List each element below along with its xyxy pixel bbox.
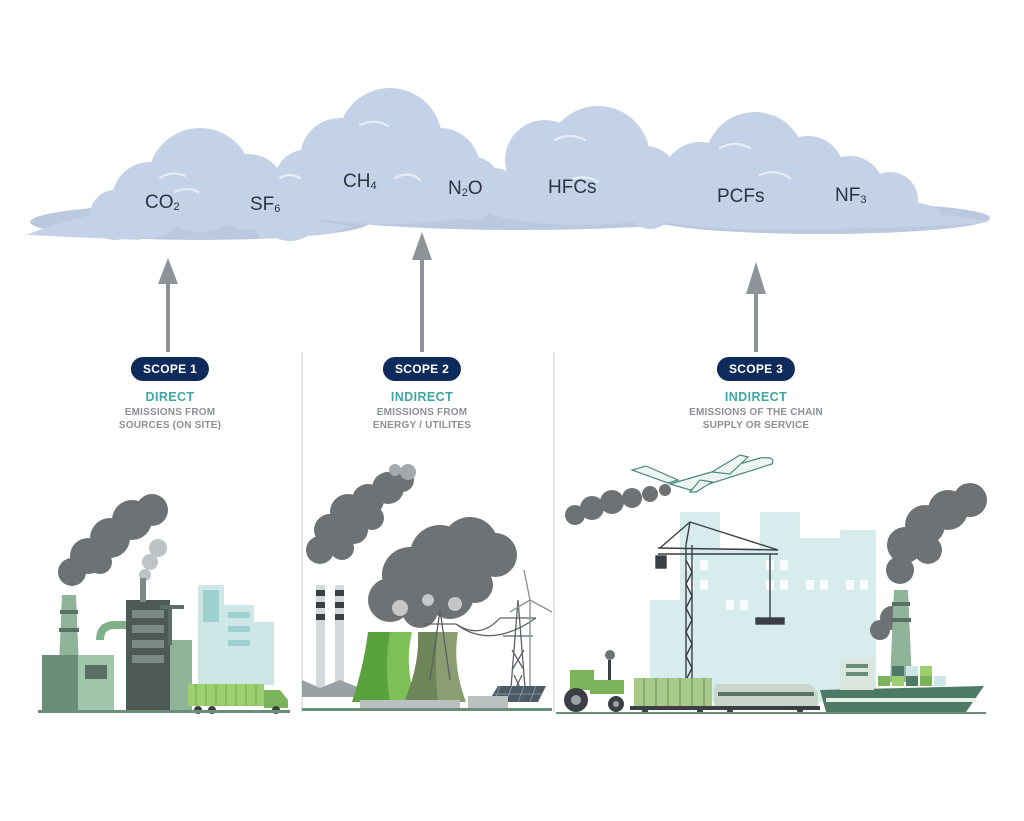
gas-label-nf3: NF3 <box>835 185 867 206</box>
scope-dividers <box>301 352 555 712</box>
gas-label-co2: CO2 <box>145 192 180 213</box>
city-icon <box>650 512 876 702</box>
smoke-icon <box>58 494 168 586</box>
scope2-type: INDIRECT <box>390 390 454 404</box>
gas-label-n2o: N2O <box>448 178 483 199</box>
scope1-scene <box>38 494 290 714</box>
crane-icon <box>655 521 785 690</box>
scope-arrows <box>158 232 766 352</box>
tractor-icon <box>564 650 624 712</box>
gas-label-sf6: SF6 <box>250 194 281 215</box>
scope2-scene <box>302 464 553 711</box>
cargo-ship-icon <box>820 658 984 712</box>
cooling-tower-icon <box>352 632 466 702</box>
scope1-badge: SCOPE 1 <box>130 357 210 381</box>
chimney-icon <box>302 585 360 697</box>
scope2-badge: SCOPE 2 <box>382 357 462 381</box>
truck-icon <box>188 684 288 714</box>
factory-icon <box>890 590 912 682</box>
scope3-type: INDIRECT <box>724 390 788 404</box>
scope3-scene <box>556 454 987 714</box>
train-icon <box>630 678 820 714</box>
scope3-badge: SCOPE 3 <box>716 357 796 381</box>
smoke-icon <box>565 484 671 525</box>
wind-turbine-icon <box>509 569 553 690</box>
gas-label-ch4: CH4 <box>343 171 377 192</box>
smoke-icon <box>306 468 414 564</box>
factory-icon <box>42 578 192 710</box>
smoke-icon <box>870 483 987 640</box>
gas-label-hfcs: HFCs <box>548 177 597 198</box>
gas-label-pcfs: PCFs <box>717 186 765 207</box>
cloud-bank <box>26 88 990 241</box>
airplane-icon <box>630 454 774 493</box>
power-pylon-icon <box>424 599 537 701</box>
scope1-type: DIRECT <box>145 390 195 404</box>
